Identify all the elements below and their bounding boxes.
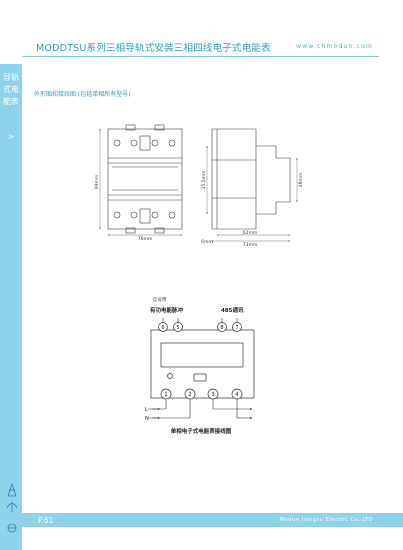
company-logos: [6, 482, 18, 533]
terminal-label: 3: [211, 392, 215, 398]
footer-bar: [22, 513, 403, 527]
wiring-top-terminals: 6 5 8 7: [158, 322, 242, 332]
wiring-pulse-label: 有功电能脉冲: [150, 306, 184, 314]
wiring-n-label: N: [145, 416, 149, 422]
header-divider: [22, 56, 379, 57]
front-view-drawing: [107, 124, 183, 234]
side-view-drawing: [211, 128, 291, 230]
terminal-label: 6: [161, 325, 164, 331]
sidebar-arrow-icon[interactable]: >: [7, 132, 15, 141]
sidebar-top-gap: [0, 0, 22, 64]
wiring-comm-label: 485通讯: [221, 306, 244, 314]
wiring-meter-body: [150, 329, 255, 399]
dim-front-height: 99mm: [94, 175, 100, 190]
wiring-l-label: L: [145, 407, 148, 413]
dim-side-inner-height: 35.5mm: [201, 171, 207, 190]
company-name: Modun Jiangsu Electric Co.,LTD: [279, 517, 373, 523]
sidebar-category-label[interactable]: 导轨式电能表: [3, 73, 19, 106]
terminal-label: 2: [188, 392, 192, 398]
dim-side-total-depth: 73mm: [243, 242, 258, 248]
terminal-label: 4: [235, 392, 239, 398]
page-title: MODDTSU系列三相导轨式安装三相四线电子式电能表: [36, 43, 271, 54]
wiring-top-note: 信号用: [153, 296, 167, 303]
wiring-lines: [148, 399, 253, 420]
wiring-caption: 单相电子式电能表接线图: [171, 427, 232, 435]
wiring-bottom-terminals: 1 2 3 4: [160, 388, 243, 400]
terminal-label: 1: [164, 392, 168, 398]
dim-side-offset: 6mm: [201, 239, 213, 245]
header-url[interactable]: www.chmodun.com: [296, 43, 373, 50]
section-title: 外形图和接线图 (包括单相所有型号): [34, 91, 131, 98]
terminal-label: 7: [235, 325, 238, 331]
dim-front-width: 76mm: [138, 236, 153, 242]
side-dimension-lines: [206, 145, 298, 242]
front-dimension-lines: [99, 128, 183, 236]
terminal-label: 5: [176, 325, 179, 331]
dim-side-outer-height: 48mm: [298, 173, 304, 188]
page-number: P.61: [38, 516, 54, 525]
dim-side-depth: 62mm: [243, 230, 258, 236]
sidebar-band: [0, 0, 22, 550]
terminal-label: 8: [220, 325, 223, 331]
